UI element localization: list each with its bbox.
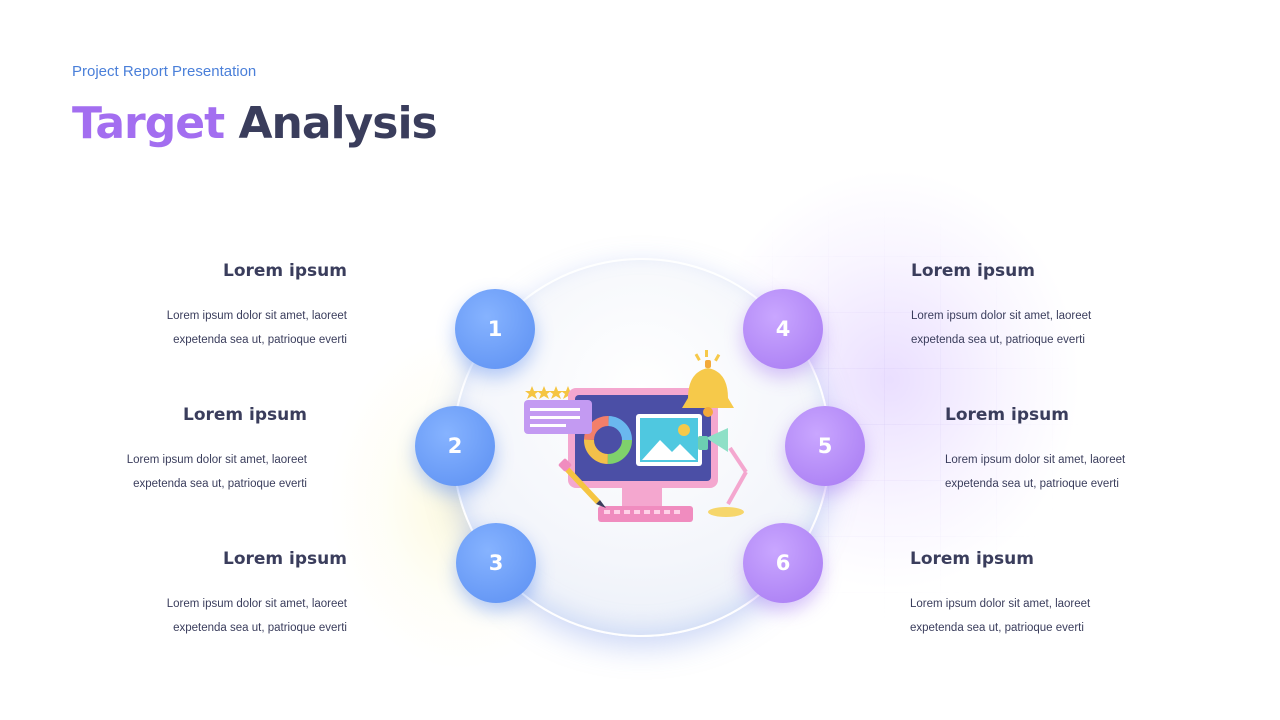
item-heading: Lorem ipsum xyxy=(945,405,1069,425)
item-heading: Lorem ipsum xyxy=(223,261,347,281)
item-body: Lorem ipsum dolor sit amet, laoreet expe… xyxy=(107,304,347,352)
item-heading: Lorem ipsum xyxy=(910,549,1034,569)
item-body-line: expetenda sea ut, patrioque everti xyxy=(945,478,1119,490)
item-body-line: Lorem ipsum dolor sit amet, laoreet xyxy=(911,310,1092,322)
item-body-line: Lorem ipsum dolor sit amet, laoreet xyxy=(910,598,1091,610)
item-body-line: Lorem ipsum dolor sit amet, laoreet xyxy=(945,454,1126,466)
step-number-4: 4 xyxy=(743,289,823,369)
item-5: Lorem ipsum Lorem ipsum dolor sit amet, … xyxy=(945,404,1185,496)
item-body-line: expetenda sea ut, patrioque everti xyxy=(911,334,1085,346)
title-accent: Target xyxy=(72,98,225,149)
item-body: Lorem ipsum dolor sit amet, laoreet expe… xyxy=(910,592,1150,640)
item-body-line: expetenda sea ut, patrioque everti xyxy=(173,622,347,634)
item-body-line: expetenda sea ut, patrioque everti xyxy=(133,478,307,490)
rating-stars-icon xyxy=(525,386,575,399)
item-body-line: expetenda sea ut, patrioque everti xyxy=(910,622,1084,634)
item-heading: Lorem ipsum xyxy=(911,261,1035,281)
item-body: Lorem ipsum dolor sit amet, laoreet expe… xyxy=(945,448,1185,496)
item-heading: Lorem ipsum xyxy=(223,549,347,569)
item-2: Lorem ipsum Lorem ipsum dolor sit amet, … xyxy=(67,404,307,496)
item-4: Lorem ipsum Lorem ipsum dolor sit amet, … xyxy=(911,260,1151,352)
item-heading: Lorem ipsum xyxy=(183,405,307,425)
item-1: Lorem ipsum Lorem ipsum dolor sit amet, … xyxy=(107,260,347,352)
item-body-line: expetenda sea ut, patrioque everti xyxy=(173,334,347,346)
step-number-2: 2 xyxy=(415,406,495,486)
page-title: Target Analysis xyxy=(72,96,438,152)
step-number-6: 6 xyxy=(743,523,823,603)
item-body-line: Lorem ipsum dolor sit amet, laoreet xyxy=(166,310,347,322)
item-body-line: Lorem ipsum dolor sit amet, laoreet xyxy=(166,598,347,610)
step-number-1: 1 xyxy=(455,289,535,369)
item-body: Lorem ipsum dolor sit amet, laoreet expe… xyxy=(67,448,307,496)
item-body: Lorem ipsum dolor sit amet, laoreet expe… xyxy=(911,304,1151,352)
item-3: Lorem ipsum Lorem ipsum dolor sit amet, … xyxy=(107,548,347,640)
item-body-line: Lorem ipsum dolor sit amet, laoreet xyxy=(126,454,307,466)
bell-icon xyxy=(682,350,734,417)
item-body: Lorem ipsum dolor sit amet, laoreet expe… xyxy=(107,592,347,640)
step-number-5: 5 xyxy=(785,406,865,486)
item-6: Lorem ipsum Lorem ipsum dolor sit amet, … xyxy=(910,548,1150,640)
computer-analytics-icon xyxy=(524,350,748,522)
title-rest: Analysis xyxy=(238,98,437,149)
step-number-3: 3 xyxy=(456,523,536,603)
presentation-subtitle: Project Report Presentation xyxy=(72,63,257,80)
